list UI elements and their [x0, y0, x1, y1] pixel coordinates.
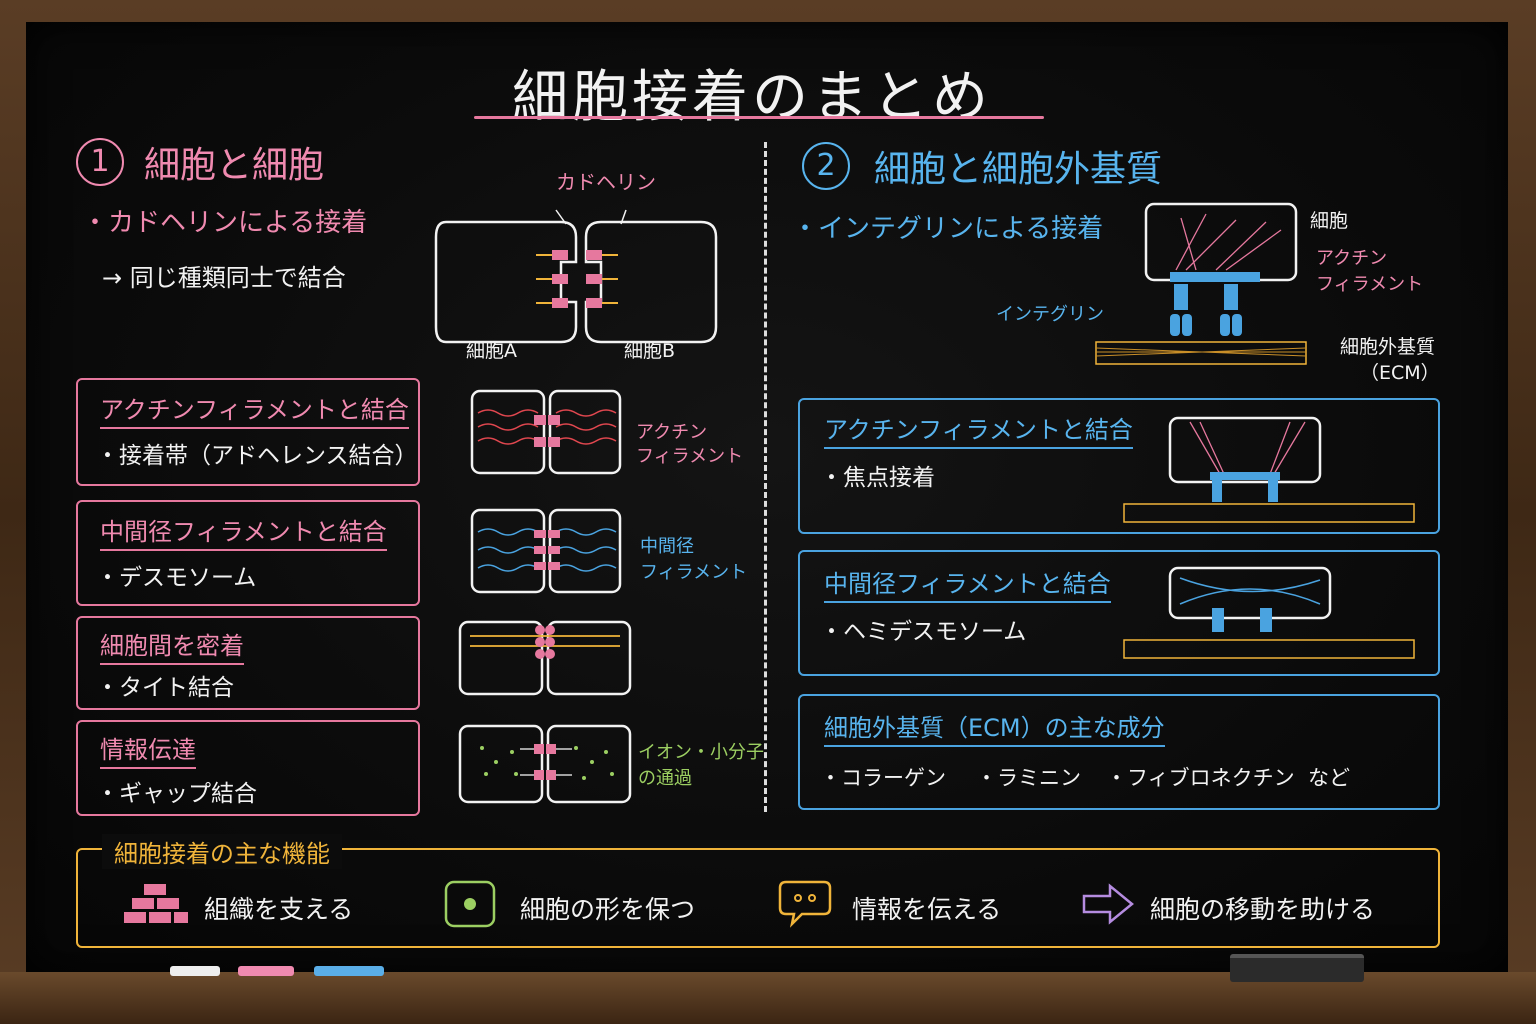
ecm-item-fibronectin: ・フィブロネクチン [1106, 766, 1295, 790]
focal-adhesion-title: アクチンフィラメントと結合 [824, 410, 1133, 449]
title-underline [474, 116, 1044, 119]
ecm-item-laminin: ・ラミニン [976, 766, 1081, 790]
eraser[interactable] [1230, 954, 1364, 982]
hemidesmosome-title: 中間径フィラメントと結合 [824, 564, 1111, 603]
chalk-pink [238, 966, 294, 976]
ecm-label-1: 細胞外基質 [1340, 336, 1436, 358]
arrow-right-icon [1082, 883, 1134, 925]
hemidesmosome-item: ・ヘミデスモソーム [820, 619, 1027, 645]
cadherin-label: カドヘリン [556, 170, 656, 194]
cell-shape-icon [444, 880, 496, 928]
adherens-box: アクチンフィラメントと結合 ・接着帯（アドヘレンス結合） [76, 378, 420, 486]
function-label-info: 情報を伝える [852, 895, 1002, 924]
cell-a-label: 細胞A [466, 340, 517, 362]
adherens-item: ・接着帯（アドヘレンス結合） [96, 443, 418, 469]
cell-label: 細胞 [1310, 210, 1349, 232]
adherens-title: アクチンフィラメントと結合 [100, 390, 409, 429]
tight-junction-title: 細胞間を密着 [100, 626, 244, 665]
gap-junction-box: 情報伝達 ・ギャップ結合 [76, 720, 420, 816]
section2-heading: 細胞と細胞外基質 [874, 149, 1163, 190]
tight-junction-diagram [458, 620, 632, 696]
brick-icon [124, 884, 188, 923]
intermediate-label-2: フィラメント [640, 562, 748, 583]
ecm-label-2: （ECM） [1360, 362, 1440, 384]
focal-adhesion-box: アクチンフィラメントと結合 ・焦点接着 [798, 398, 1440, 534]
cell-b-label: 細胞B [624, 340, 676, 362]
chalkboard: 細胞接着のまとめ 1 細胞と細胞 ・カドヘリンによる接着 → 同じ種類同士で結合… [26, 22, 1508, 972]
functions-heading: 細胞接着の主な機能 [102, 834, 342, 869]
section1-sub: → 同じ種類同士で結合 [102, 264, 346, 292]
function-label-support: 組織を支える [204, 895, 354, 924]
gap-junction-diagram [458, 724, 632, 804]
tight-junction-item: ・タイト結合 [96, 675, 234, 701]
cadherin-diagram [434, 209, 718, 344]
ecm-components-box: 細胞外基質（ECM）の主な成分 ・コラーゲン ・ラミニン ・フィブロネクチン な… [798, 694, 1440, 810]
gap-junction-item: ・ギャップ結合 [96, 781, 257, 807]
integrin-diagram [1095, 202, 1307, 365]
ion-label-2: の通過 [638, 768, 692, 789]
hemidesmosome-box: 中間径フィラメントと結合 ・ヘミデスモソーム [798, 550, 1440, 676]
section-divider [764, 142, 767, 812]
adherens-diagram [470, 389, 622, 475]
intermediate-label-1: 中間径 [640, 536, 694, 557]
desmosome-diagram [470, 508, 622, 594]
hemidesmosome-diagram [1123, 566, 1415, 659]
desmosome-item: ・デスモソーム [96, 565, 257, 591]
ecm-item-collagen: ・コラーゲン [820, 766, 946, 790]
ecm-components-title: 細胞外基質（ECM）の主な成分 [824, 708, 1165, 747]
function-label-migration: 細胞の移動を助ける [1150, 895, 1376, 924]
tight-junction-box: 細胞間を密着 ・タイト結合 [76, 616, 420, 710]
focal-adhesion-diagram [1123, 416, 1415, 523]
actin-label-1: アクチン [636, 422, 708, 443]
actin2-label-2: フィラメント [1316, 274, 1424, 295]
actin2-label-1: アクチン [1316, 248, 1388, 269]
ecm-item-etc: など [1308, 766, 1350, 790]
function-label-shape: 細胞の形を保つ [520, 895, 696, 924]
section2-number: 2 [802, 142, 850, 190]
section1-number: 1 [76, 138, 124, 186]
section2-bullet: ・インテグリンによる接着 [792, 214, 1104, 244]
gap-junction-title: 情報伝達 [100, 730, 196, 769]
ion-label-1: イオン・小分子 [638, 742, 764, 763]
chalk-white [170, 966, 220, 976]
section1-bullet: ・カドヘリンによる接着 [82, 208, 368, 238]
integrin-label: インテグリン [996, 304, 1104, 325]
focal-adhesion-item: ・焦点接着 [820, 465, 935, 491]
functions-box [76, 848, 1440, 948]
speech-bubble-icon [778, 880, 832, 928]
actin-label-2: フィラメント [636, 446, 744, 467]
page-title: 細胞接着のまとめ [512, 65, 992, 130]
chalk-blue [314, 966, 384, 976]
desmosome-box: 中間径フィラメントと結合 ・デスモソーム [76, 500, 420, 606]
section1-heading: 細胞と細胞 [144, 145, 325, 186]
desmosome-title: 中間径フィラメントと結合 [100, 512, 387, 551]
